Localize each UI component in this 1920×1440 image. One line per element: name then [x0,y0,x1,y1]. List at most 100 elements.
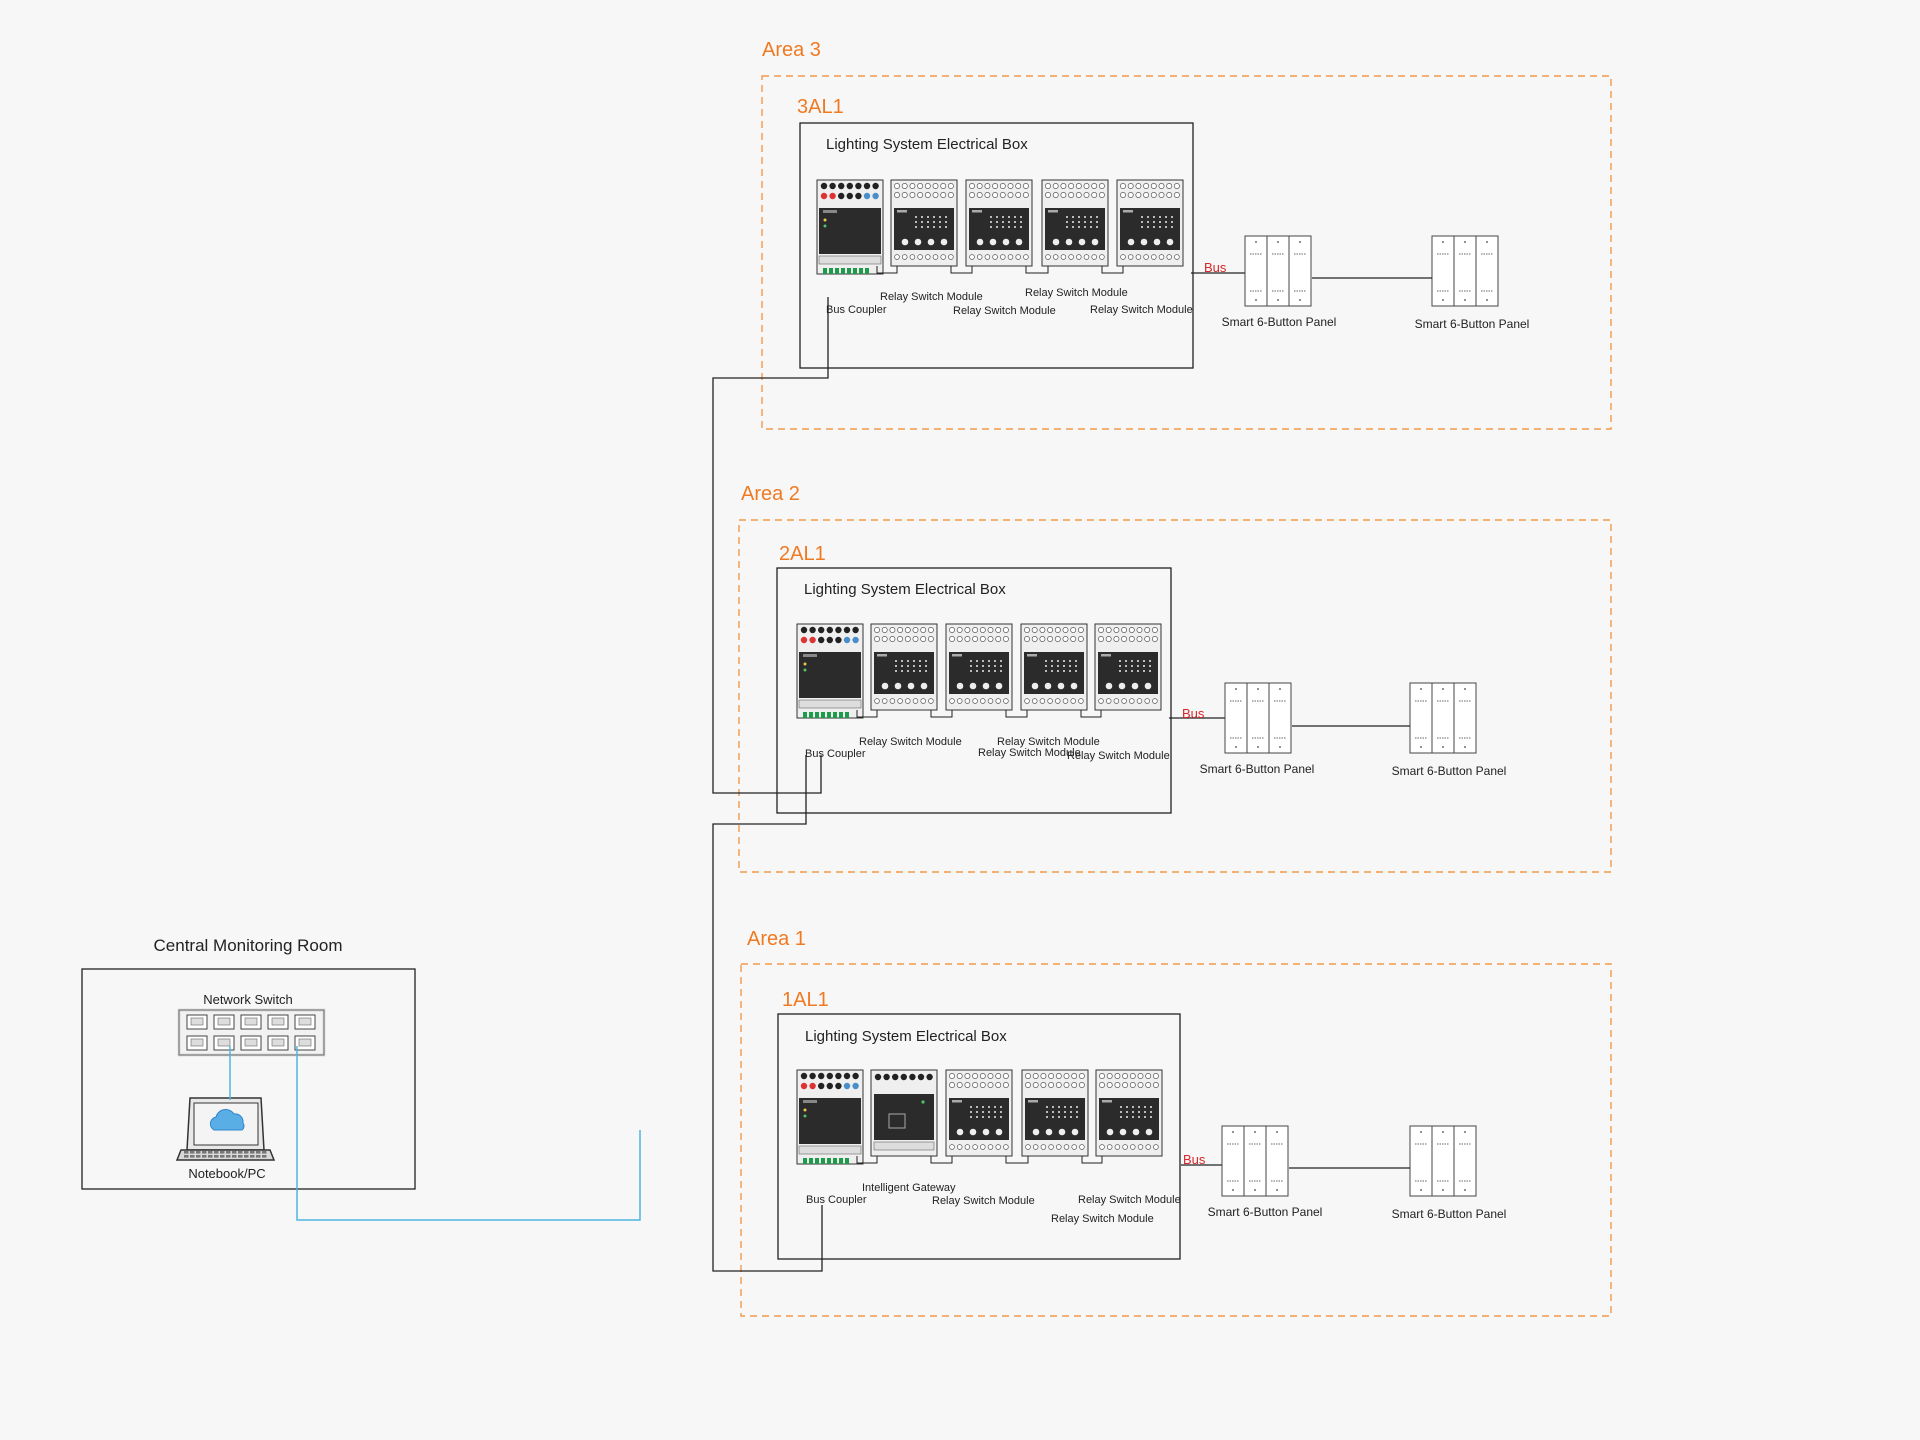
relay-switch-module [870,623,938,711]
panel-label: Smart 6-Button Panel [1392,1207,1507,1221]
switch-port [294,1035,316,1051]
key [196,1155,201,1158]
network-cable-to-gateway [296,1046,641,1221]
electrical-box-id: 3AL1 [797,96,844,118]
module-bus-link [876,266,898,274]
key [202,1155,207,1158]
laptop-icon [175,1097,276,1161]
key [256,1155,261,1158]
switch-port [267,1035,289,1051]
key [184,1155,189,1158]
key [220,1151,225,1154]
bus-coupler-module [816,179,884,275]
module-bus-link [1101,266,1124,274]
electrical-box-id: 2AL1 [779,543,826,565]
module-bus-link [1005,710,1028,718]
electrical-box [777,1013,1181,1260]
key [226,1151,231,1154]
bus-label: Bus [1182,706,1205,721]
electrical-box-title: Lighting System Electrical Box [826,136,1028,153]
module-bus-link [930,710,953,718]
relay-switch-module [1116,179,1184,267]
module-bus-link [1081,1156,1103,1164]
network-switch-label: Network Switch [203,992,293,1007]
module-bus-link [1080,710,1102,718]
module-label: Relay Switch Module [932,1195,1035,1207]
switch-port [267,1014,289,1030]
area-boundary [740,963,1612,1317]
bus-trunk-area3-area2 [712,297,829,794]
keyboard [184,1151,267,1158]
module-label: Relay Switch Module [997,736,1100,748]
bus-trunk [712,297,829,1272]
panel-label: Smart 6-Button Panel [1222,315,1337,329]
key [244,1155,249,1158]
module-label: Relay Switch Module [1078,1194,1181,1206]
smart-6-button-panel [1244,235,1312,307]
smart-6-button-panel [1409,682,1477,754]
key [220,1155,225,1158]
bus-coupler-module [796,623,864,719]
bus-trunk-area2-area1 [712,755,823,1272]
area-title: Area 3 [762,39,821,61]
relay-switch-module [890,179,958,267]
switch-port [213,1035,235,1051]
key [262,1151,267,1154]
key [232,1155,237,1158]
electrical-box-title: Lighting System Electrical Box [804,581,1006,598]
module-bus-link [950,266,973,274]
area-title: Area 1 [747,928,806,950]
electrical-box [776,567,1172,814]
relay-switch-module [1041,179,1109,267]
panel-label: Smart 6-Button Panel [1208,1205,1323,1219]
key [250,1151,255,1154]
key [202,1151,207,1154]
module-bus-link [1005,1156,1029,1164]
key [214,1151,219,1154]
key [238,1155,243,1158]
smart-6-button-panel [1221,1125,1289,1197]
module-label: Relay Switch Module [1090,304,1193,316]
relay-switch-module [965,179,1033,267]
relay-switch-module [1094,623,1162,711]
module-label: Relay Switch Module [1051,1213,1154,1225]
module-bus-link [856,710,878,718]
key [208,1151,213,1154]
smart-6-button-panel [1224,682,1292,754]
central-monitoring-room: Central Monitoring Room Network Switch N… [81,936,641,1221]
electrical-box [799,122,1194,369]
relay-switch-module [1021,1069,1089,1157]
key [190,1155,195,1158]
area-title: Area 2 [741,483,800,505]
electrical-box-id: 1AL1 [782,989,829,1011]
switch-port [186,1014,208,1030]
module-label: Bus Coupler [826,304,887,316]
module-label: Bus Coupler [805,748,866,760]
module-label: Bus Coupler [806,1194,867,1206]
area-boundary [761,75,1612,430]
bus-coupler-module [796,1069,864,1165]
relay-switch-module [945,1069,1013,1157]
key [184,1151,189,1154]
key [232,1151,237,1154]
key [262,1155,267,1158]
relay-switch-module [945,623,1013,711]
key [244,1151,249,1154]
panel-label: Smart 6-Button Panel [1200,762,1315,776]
network-switch [177,1008,326,1057]
module-label: Relay Switch Module [978,747,1081,759]
key [196,1151,201,1154]
module-label: Intelligent Gateway [862,1182,956,1194]
pc-label: Notebook/PC [188,1166,265,1181]
cloud-icon [209,1109,245,1131]
relay-switch-module [1095,1069,1163,1157]
panel-label: Smart 6-Button Panel [1415,317,1530,331]
area-boundary [738,519,1612,873]
key [226,1155,231,1158]
module-bus-link [1025,266,1049,274]
key [238,1151,243,1154]
